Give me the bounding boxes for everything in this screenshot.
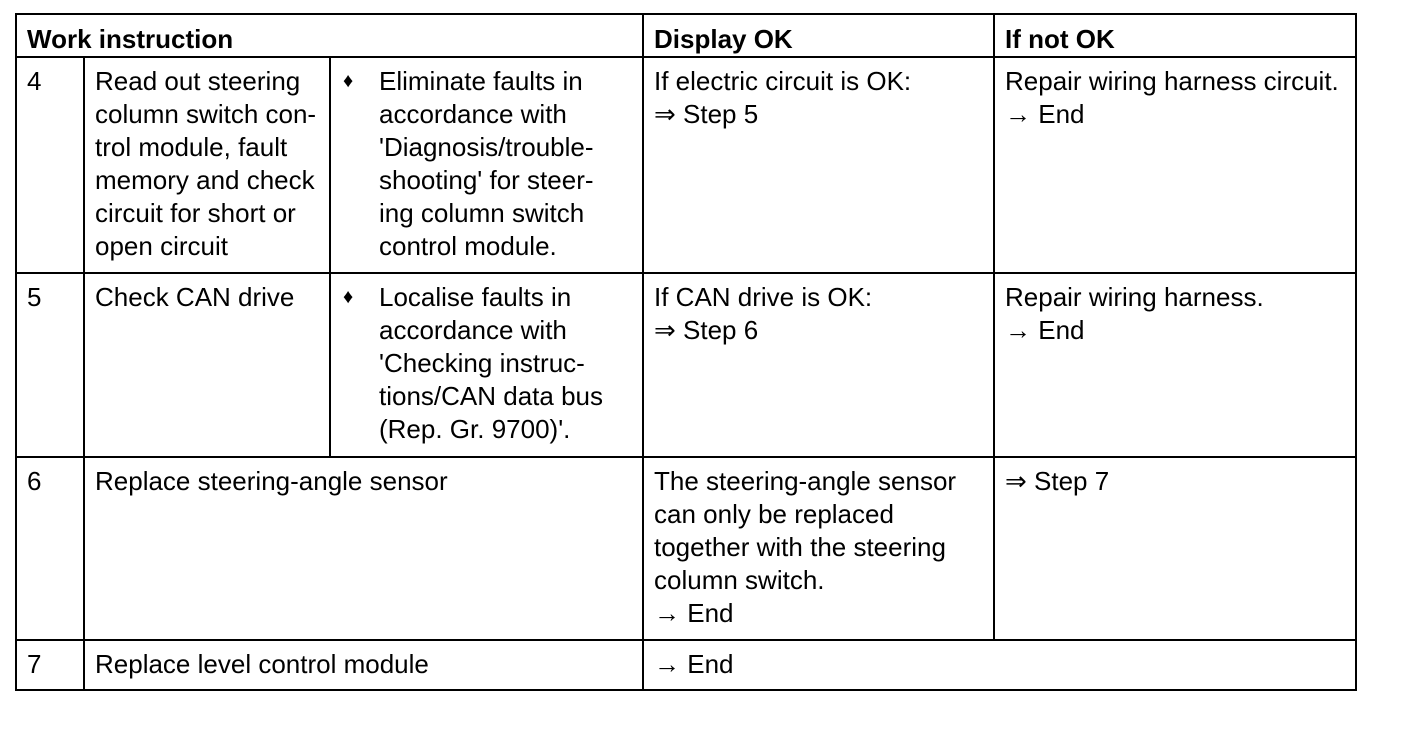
display-ok-text: → End <box>642 639 1357 691</box>
if-not-ok-text: Repair wiring harness circuit. → End <box>993 56 1357 274</box>
header-work-instruction: Work instruction <box>15 13 644 58</box>
diamond-bullet-icon: ♦ <box>343 286 354 308</box>
instruction-text: Replace level control module <box>83 639 644 691</box>
header-display-ok: Display OK <box>642 13 995 58</box>
table-header-row: Work instruction Display OK If not OK <box>15 13 1357 58</box>
instruction-detail-text: Localise faults in accordance with 'Chec… <box>379 282 604 444</box>
table-row-step-6: 6 Replace steering-angle sensor The stee… <box>15 456 1357 641</box>
step-number: 5 <box>15 272 85 458</box>
instruction-detail: ♦ Eliminate faults in accordance with 'Di… <box>329 56 644 274</box>
display-ok-text: The steering-angle sensor can only be re… <box>642 456 995 641</box>
header-if-not-ok: If not OK <box>993 13 1357 58</box>
display-ok-text: If CAN drive is OK: ⇒ Step 6 <box>642 272 995 458</box>
instruction-detail: ♦ Localise faults in accordance with 'Che… <box>329 272 644 458</box>
display-ok-text: If electric circuit is OK: ⇒ Step 5 <box>642 56 995 274</box>
if-not-ok-text: Repair wiring harness. → End <box>993 272 1357 458</box>
diamond-bullet-icon: ♦ <box>343 70 354 92</box>
work-instruction-table: Work instruction Display OK If not OK 4 … <box>15 13 1357 691</box>
step-number: 4 <box>15 56 85 274</box>
instruction-text: Replace steering-angle sensor <box>83 456 644 641</box>
instruction-detail-text: Eliminate faults in accordance with 'Dia… <box>379 66 594 261</box>
if-not-ok-text: ⇒ Step 7 <box>993 456 1357 641</box>
table-row-step-5: 5 Check CAN drive ♦ Localise faults in ac… <box>15 272 1357 458</box>
step-number: 7 <box>15 639 85 691</box>
instruction-text: Check CAN drive <box>83 272 331 458</box>
table-row-step-7: 7 Replace level control module → End <box>15 639 1357 691</box>
table-row-step-4: 4 Read out steering column switch con- t… <box>15 56 1357 274</box>
instruction-text: Read out steering column switch con- tro… <box>83 56 331 274</box>
step-number: 6 <box>15 456 85 641</box>
